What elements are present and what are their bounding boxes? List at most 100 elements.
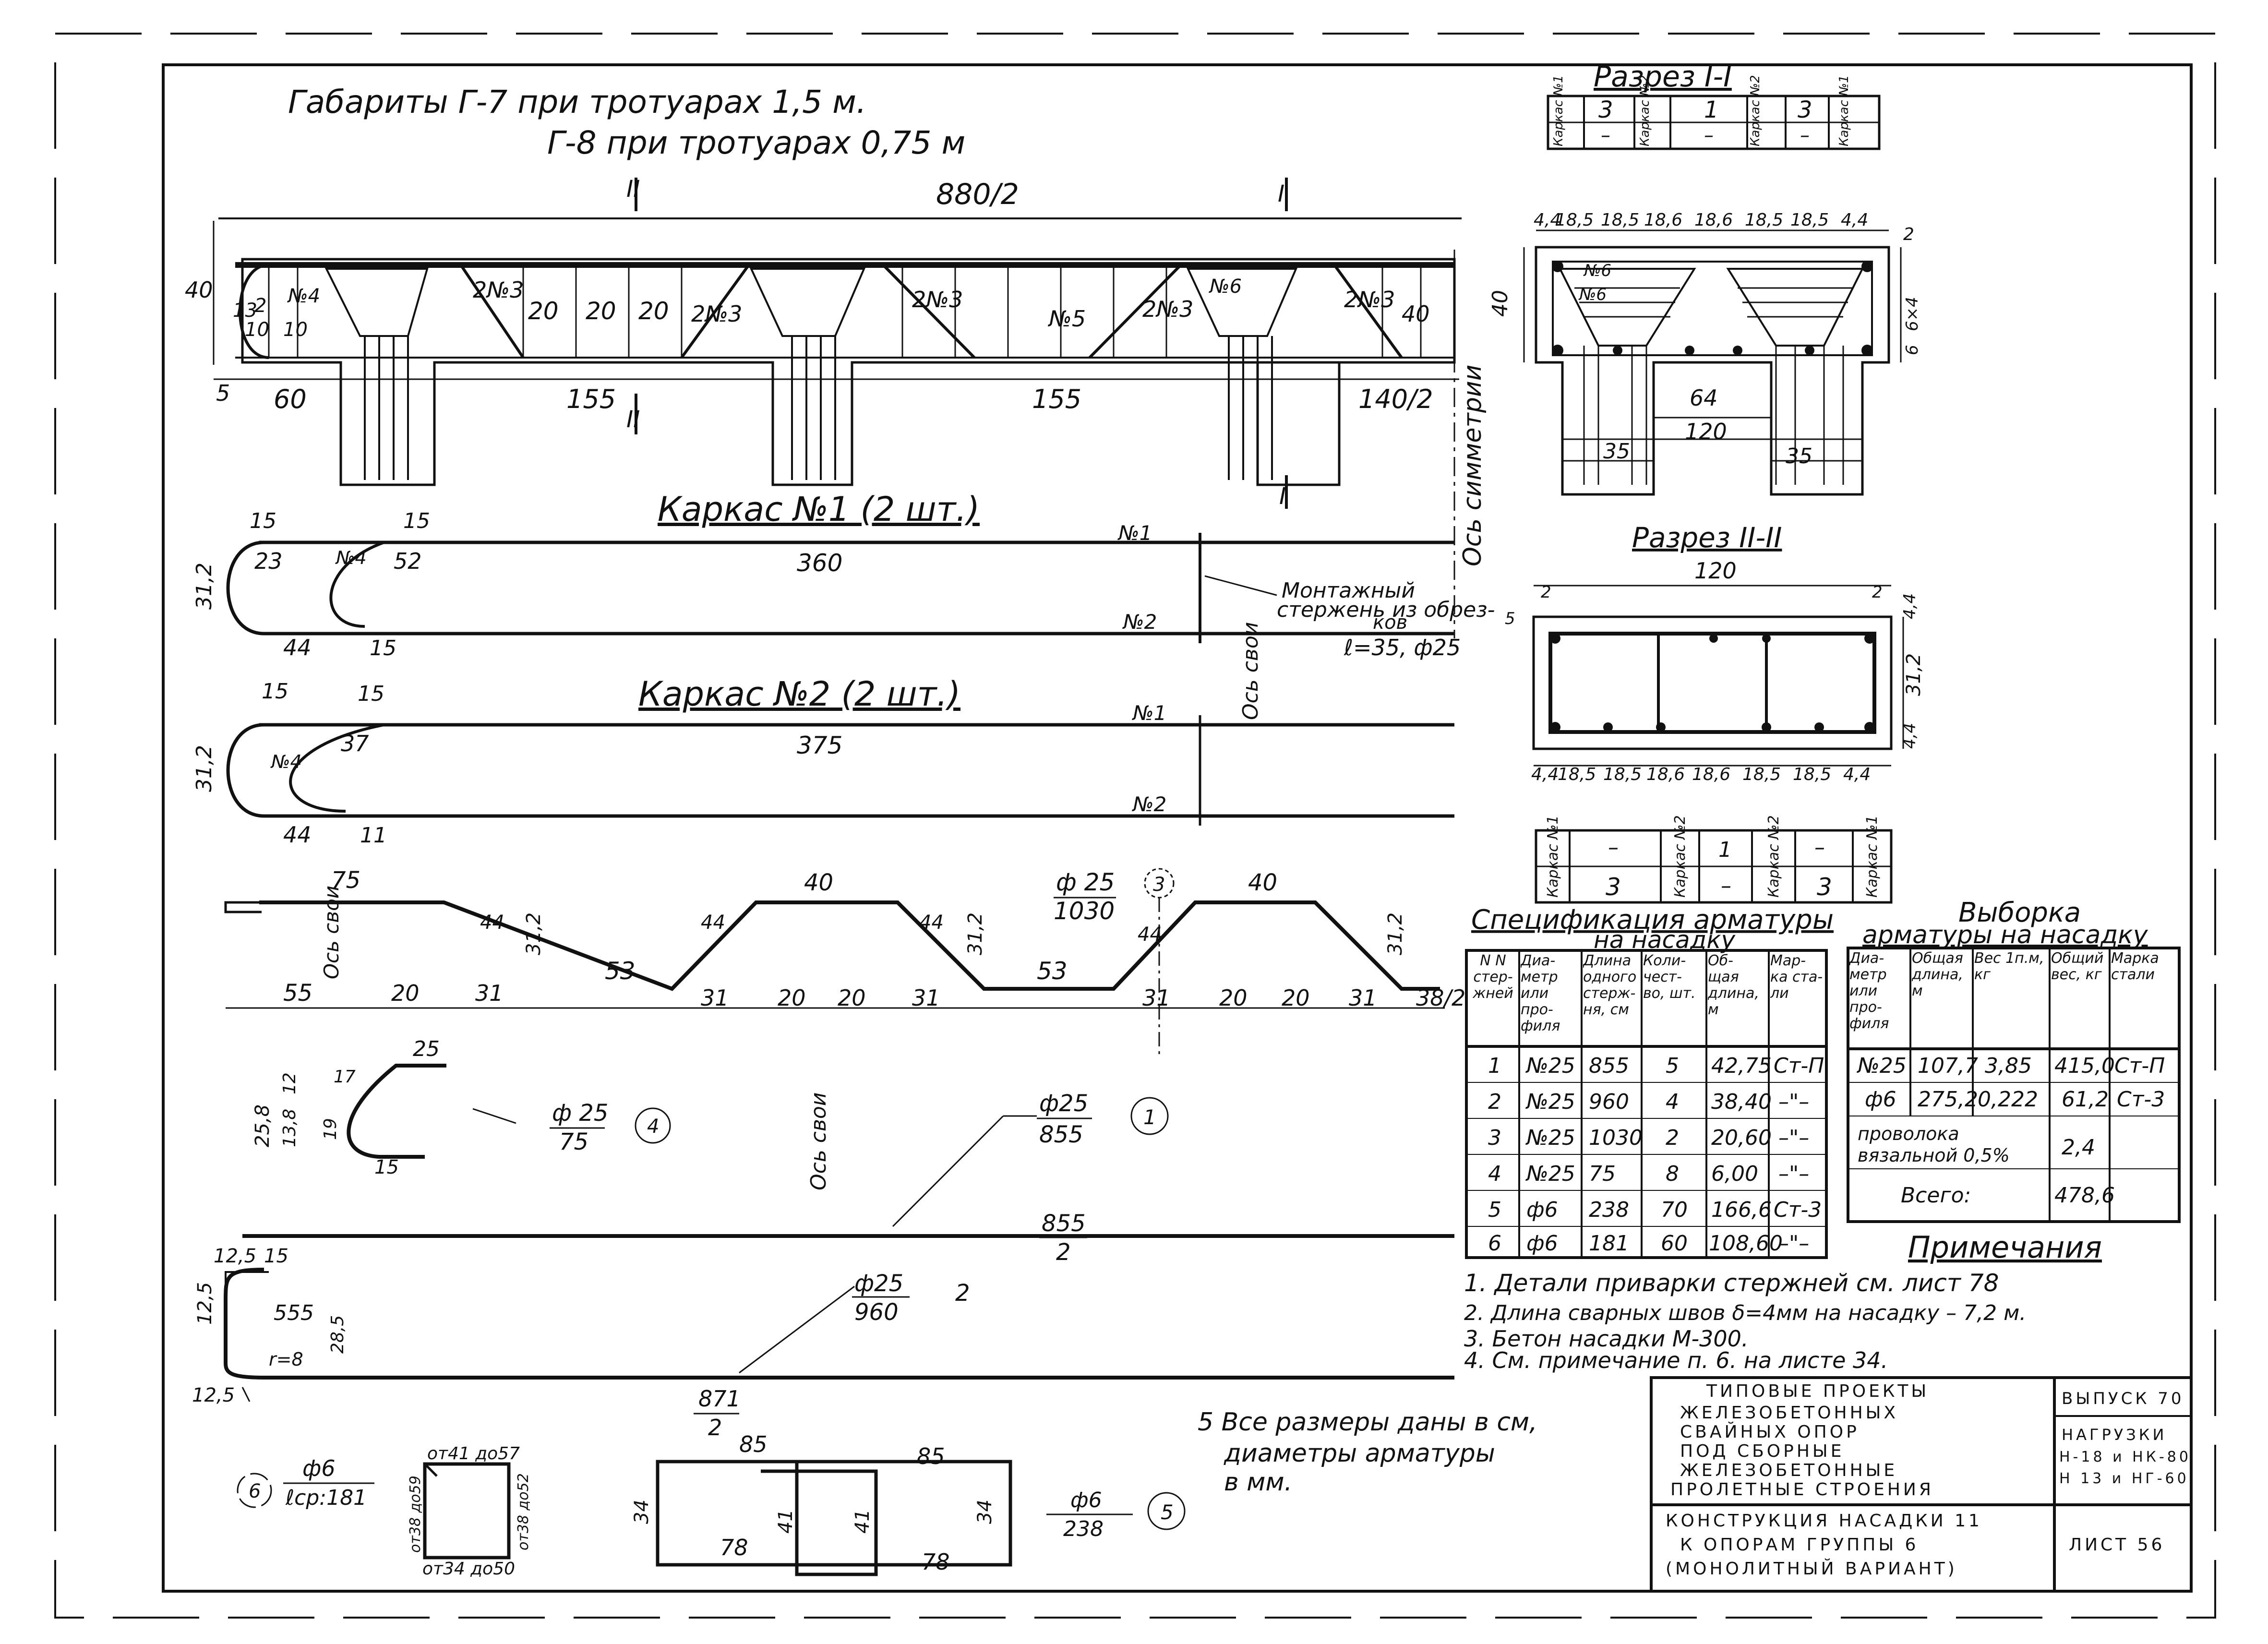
- spec-r4c0: 5: [1488, 1198, 1501, 1222]
- lbl-n3a: 2№3: [473, 277, 524, 303]
- b3-d53a: 53: [605, 957, 636, 985]
- b3-d38: 38/2: [1416, 985, 1465, 1011]
- k1-d360: 360: [797, 549, 842, 577]
- spec-r3c1: №25: [1525, 1162, 1575, 1186]
- b3-d20c: 20: [838, 985, 866, 1011]
- b3-d44a: 44: [480, 912, 504, 934]
- ftt-c6: Каркас №1: [1837, 75, 1851, 146]
- dim-height: 40: [185, 277, 213, 303]
- ftb-t5: –: [1814, 835, 1825, 860]
- ftb-t1: –: [1608, 835, 1619, 860]
- tb-title-1: К ОПОРАМ ГРУППЫ 6: [1680, 1535, 1919, 1555]
- spec-r3c3: 8: [1666, 1162, 1679, 1186]
- spec-r3c2: 75: [1589, 1162, 1616, 1186]
- tb-loads-2: Н 13 и НГ-60: [2059, 1470, 2189, 1487]
- sec1-dt4: 18,6: [1694, 210, 1733, 230]
- b5-d78b: 78: [922, 1549, 950, 1575]
- sec2-db0: 4,4: [1531, 765, 1559, 784]
- b3-spec-num: ф 25: [1056, 868, 1115, 896]
- sec1-d40: 40: [1488, 290, 1512, 317]
- ftb-c6: Каркас №1: [1864, 815, 1881, 898]
- karkas-1: Каркас №1 (2 шт.) 15 15 23 52 №4 360 31,…: [192, 490, 1495, 660]
- b3-d31e: 31: [1349, 985, 1377, 1011]
- k1-n1: №1: [1117, 521, 1152, 545]
- b6-right: от38 до52: [515, 1473, 532, 1550]
- vyb-title-2: арматуры на насадку: [1862, 921, 2148, 949]
- vyb-h0: Диа- метр или про- филя: [1849, 950, 1889, 1032]
- k1-d15b: 15: [403, 509, 430, 533]
- ftb-c5: 3: [1817, 873, 1832, 901]
- lbl-20b: 20: [586, 297, 616, 325]
- b5-d34a: 34: [631, 1500, 653, 1524]
- b6-top: от41 до57: [427, 1444, 520, 1464]
- sec2-d2a: 2: [1541, 583, 1551, 602]
- bar-5: 871 2 85 85 34 34 41 41 78 78 ф6 238 5: [631, 1386, 1186, 1576]
- sec2-title: Разрез II-II: [1632, 521, 1782, 554]
- bar-6: от41 до57 от38 до59 от38 до52 от34 до50 …: [237, 1444, 532, 1579]
- lbl-n6: №6: [1209, 276, 1242, 298]
- lbl-n3e: 2№3: [1344, 287, 1395, 312]
- k2-d11: 11: [360, 823, 387, 848]
- k1-d52: 52: [394, 548, 422, 574]
- k1-d44: 44: [283, 635, 312, 660]
- k2-axis: Ось свои: [1238, 622, 1263, 720]
- spec-r1c2: 960: [1589, 1090, 1629, 1114]
- b2-spec-num: ф25: [854, 1270, 903, 1297]
- ftb-c3: –: [1721, 874, 1731, 898]
- note-4: 4. См. примечание п. 6. на листе 34.: [1464, 1347, 1888, 1373]
- spec-r4c2: 238: [1589, 1198, 1629, 1222]
- b4-d138: 13,8: [280, 1109, 300, 1147]
- b2-d125a: 12,5: [214, 1245, 256, 1267]
- b2-d125c: 12,5: [192, 1384, 235, 1406]
- bar-2: 12,5 12,5 12,5 15 555 28,5 r=8 ф25 960 2: [192, 1245, 1454, 1406]
- b3-d44d: 44: [1138, 924, 1162, 946]
- sec1-d120: 120: [1685, 419, 1727, 444]
- vyb-r0c2: 3,85: [1985, 1054, 2032, 1078]
- b2-spec-den: 960: [854, 1299, 899, 1326]
- k1-d312: 31,2: [192, 563, 216, 610]
- lbl-n3b: 2№3: [691, 301, 742, 327]
- tb-project-5: ПРОЛЕТНЫЕ СТРОЕНИЯ: [1670, 1480, 1934, 1500]
- vyb-h2: Вес 1п.м, кг: [1974, 950, 2044, 983]
- tb-issue: ВЫПУСК 70: [2062, 1389, 2184, 1408]
- dim-155b: 155: [1032, 384, 1081, 414]
- sec2-d44b: 4,4: [1900, 723, 1920, 749]
- spec-r0c0: 1: [1488, 1054, 1501, 1078]
- sec1-dt1: 18,5: [1555, 210, 1594, 230]
- b6-left: от38 до59: [407, 1476, 424, 1553]
- sec1-dt0: 4,4: [1534, 210, 1561, 230]
- k2-d44: 44: [283, 822, 312, 848]
- b3-d40a: 40: [804, 869, 833, 896]
- ftt-c0: Каркас №1: [1551, 75, 1566, 146]
- sec2-d2b: 2: [1872, 583, 1883, 602]
- spec-h1: Диа- метр или про- филя: [1521, 953, 1560, 1034]
- b5-d85b: 85: [917, 1443, 945, 1469]
- b2-num: 2: [955, 1280, 970, 1307]
- notes-title: Примечания: [1908, 1230, 2102, 1265]
- tb-title-2: (МОНОЛИТНЫЙ ВАРИАНТ): [1666, 1559, 1957, 1579]
- b5-spec-den: 238: [1063, 1517, 1104, 1541]
- sec1-d35a: 35: [1603, 439, 1630, 464]
- vyb-r1c2: 0,222: [1978, 1087, 2038, 1112]
- tb-loads-1: Н-18 и НК-80: [2059, 1449, 2191, 1465]
- b4-d19: 19: [321, 1118, 340, 1140]
- ftt-b1: –: [1601, 124, 1610, 146]
- sec1-title: Разрез I-I: [1594, 60, 1732, 94]
- b6-bottom: от34 до50: [422, 1559, 515, 1579]
- b6-spec-den: ℓср:181: [285, 1486, 367, 1510]
- k1-note1: Монтажный: [1282, 578, 1415, 603]
- sec2-d5: 5: [1505, 609, 1515, 628]
- spec-r5c5: –"–: [1778, 1231, 1809, 1256]
- spec-r3c4: 6,00: [1711, 1162, 1758, 1186]
- lbl-10b: 10: [283, 319, 308, 341]
- dim-5: 5: [216, 380, 230, 406]
- b1-top-num: 855: [1042, 1210, 1086, 1237]
- dimensions-note: 5 Все размеры даны в см, диаметры армату…: [1198, 1408, 1537, 1497]
- b3-d53b: 53: [1037, 957, 1068, 985]
- vyb-h3: Общий вес, кг: [2051, 950, 2104, 983]
- sec1-dt6: 18,5: [1790, 210, 1829, 230]
- bar-4: 25 25,8 12 13,8 19 17 15 ф 25 75 4: [252, 1037, 671, 1178]
- tb-sheet-no: ЛИСТ 56: [2069, 1535, 2165, 1555]
- sec2-d44: 4,4: [1900, 593, 1920, 619]
- header-gabarits: Габариты Г-7 при тротуарах 1,5 м. Г-8 пр…: [288, 84, 965, 161]
